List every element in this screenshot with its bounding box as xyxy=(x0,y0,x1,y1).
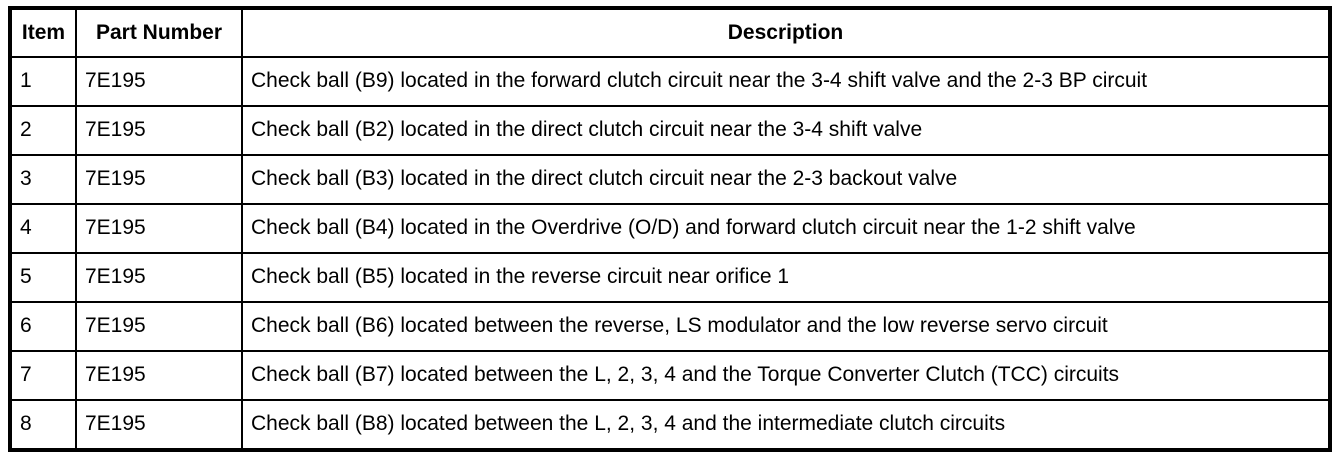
cell-item: 4 xyxy=(9,203,77,254)
table-row: 8 7E195 Check ball (B8) located between … xyxy=(9,399,1331,451)
table-body: 1 7E195 Check ball (B9) located in the f… xyxy=(9,56,1331,451)
table-row: 7 7E195 Check ball (B7) located between … xyxy=(9,350,1331,401)
cell-item: 1 xyxy=(9,56,77,107)
cell-item: 7 xyxy=(9,350,77,401)
cell-description: Check ball (B4) located in the Overdrive… xyxy=(241,203,1331,254)
cell-description: Check ball (B8) located between the L, 2… xyxy=(241,399,1331,451)
table-row: 3 7E195 Check ball (B3) located in the d… xyxy=(9,154,1331,205)
cell-description: Check ball (B7) located between the L, 2… xyxy=(241,350,1331,401)
cell-item: 5 xyxy=(9,252,77,303)
cell-description: Check ball (B2) located in the direct cl… xyxy=(241,105,1331,156)
cell-description: Check ball (B6) located between the reve… xyxy=(241,301,1331,352)
cell-part-number: 7E195 xyxy=(75,252,243,303)
column-header-description: Description xyxy=(241,7,1331,58)
cell-part-number: 7E195 xyxy=(75,350,243,401)
table-header: Item Part Number Description xyxy=(9,7,1331,58)
cell-part-number: 7E195 xyxy=(75,399,243,451)
cell-part-number: 7E195 xyxy=(75,56,243,107)
parts-table-container: Item Part Number Description 1 7E195 Che… xyxy=(8,6,1332,452)
cell-description: Check ball (B3) located in the direct cl… xyxy=(241,154,1331,205)
cell-part-number: 7E195 xyxy=(75,301,243,352)
table-row: 5 7E195 Check ball (B5) located in the r… xyxy=(9,252,1331,303)
cell-item: 3 xyxy=(9,154,77,205)
table-header-row: Item Part Number Description xyxy=(9,7,1331,58)
cell-description: Check ball (B5) located in the reverse c… xyxy=(241,252,1331,303)
table-row: 2 7E195 Check ball (B2) located in the d… xyxy=(9,105,1331,156)
cell-description: Check ball (B9) located in the forward c… xyxy=(241,56,1331,107)
cell-item: 2 xyxy=(9,105,77,156)
parts-table: Item Part Number Description 1 7E195 Che… xyxy=(8,6,1332,452)
table-row: 4 7E195 Check ball (B4) located in the O… xyxy=(9,203,1331,254)
table-row: 6 7E195 Check ball (B6) located between … xyxy=(9,301,1331,352)
column-header-part-number: Part Number xyxy=(75,7,243,58)
cell-part-number: 7E195 xyxy=(75,105,243,156)
cell-part-number: 7E195 xyxy=(75,154,243,205)
cell-item: 6 xyxy=(9,301,77,352)
cell-part-number: 7E195 xyxy=(75,203,243,254)
column-header-item: Item xyxy=(9,7,77,58)
cell-item: 8 xyxy=(9,399,77,451)
table-row: 1 7E195 Check ball (B9) located in the f… xyxy=(9,56,1331,107)
